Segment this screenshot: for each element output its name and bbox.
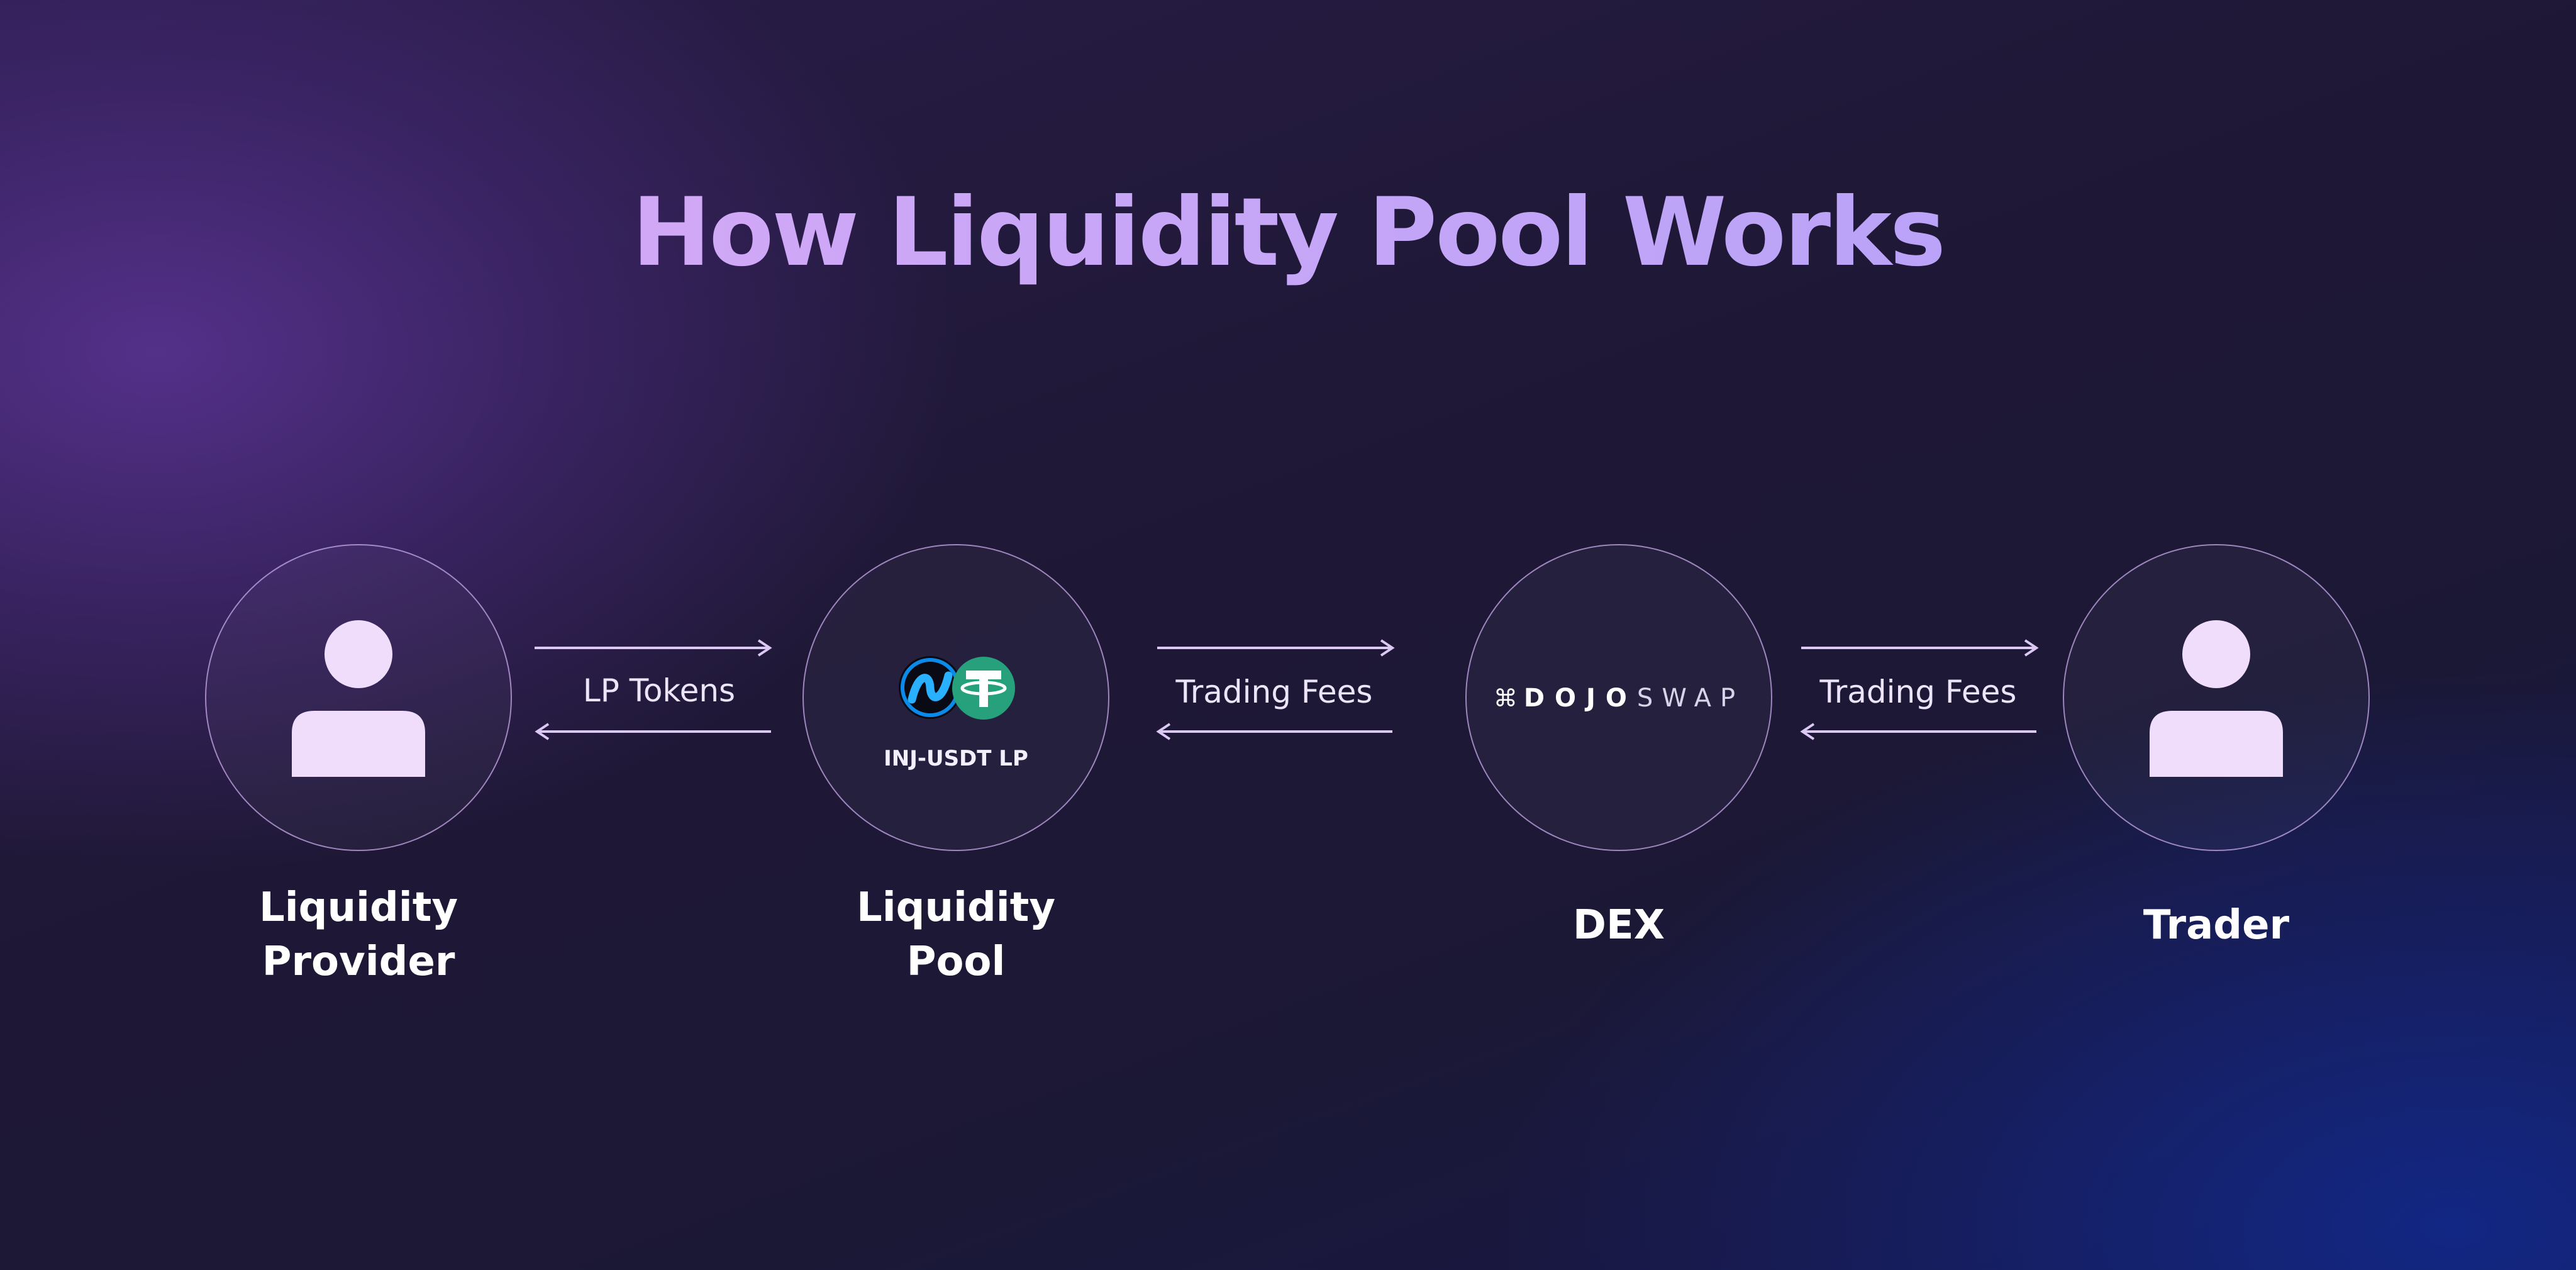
dojoswap-logo: ⌘DOJOSWAP (1487, 682, 1751, 714)
arrow-left (1800, 723, 2036, 740)
liquidity-provider-circle (205, 544, 512, 851)
liquidity-pool-label: Liquidity Pool (856, 884, 1056, 985)
trader-label: Trader (2143, 902, 2290, 949)
arrow-right (1157, 639, 1395, 657)
arrow-left (1156, 723, 1392, 740)
edge-label-lp-tokens: LP Tokens (582, 672, 736, 709)
liquidity-provider-label: Liquidity Provider (258, 884, 458, 985)
dex-label: DEX (1572, 902, 1665, 949)
diagram-title: How Liquidity Pool Works (0, 179, 2576, 286)
arrow-left (535, 723, 771, 740)
trader-circle (2063, 544, 2370, 851)
dojoswap-logo-bold: DOJO (1523, 684, 1637, 713)
pool-token-caption: INJ-USDT LP (884, 746, 1028, 771)
dojoswap-logo-light: SWAP (1636, 684, 1745, 713)
arrow-right (1801, 639, 2039, 657)
liquidity-pool-circle (802, 544, 1109, 851)
edge-label-trading-fees: Trading Fees (1175, 674, 1373, 710)
dojoswap-mark-icon: ⌘ (1493, 684, 1518, 712)
edge-label-trading-fees: Trading Fees (1819, 674, 2017, 710)
dex-circle (1465, 544, 1772, 851)
arrow-right (535, 639, 772, 657)
